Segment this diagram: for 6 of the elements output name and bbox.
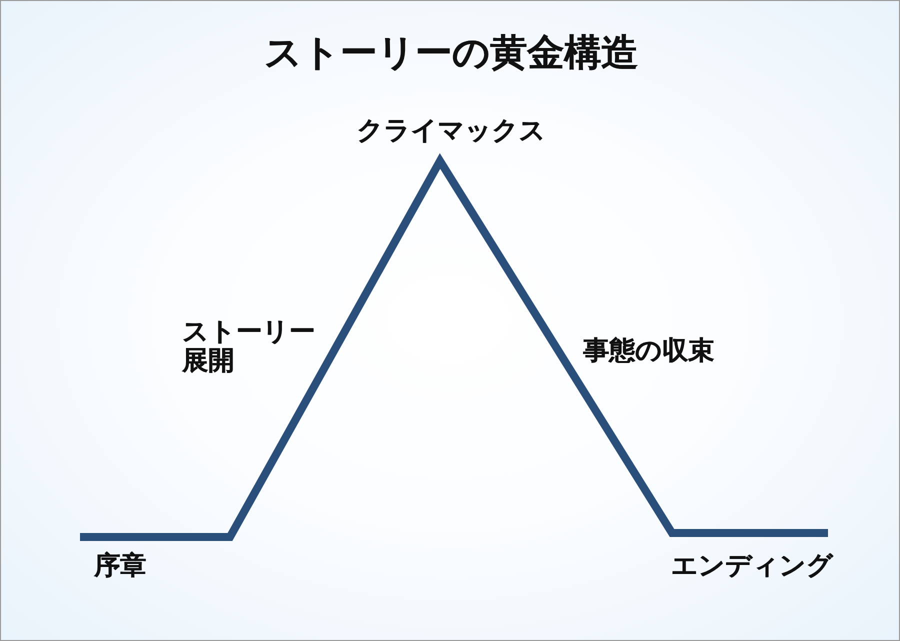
stage-label: 事態の収束 [583, 336, 714, 368]
stage-label: 序章 [94, 551, 146, 582]
stage-label: ストーリー展開 [182, 318, 316, 376]
diagram-title: ストーリーの黄金構造 [264, 31, 638, 76]
stage-label: エンディング [671, 551, 833, 582]
peak-label: クライマックス [356, 116, 546, 148]
